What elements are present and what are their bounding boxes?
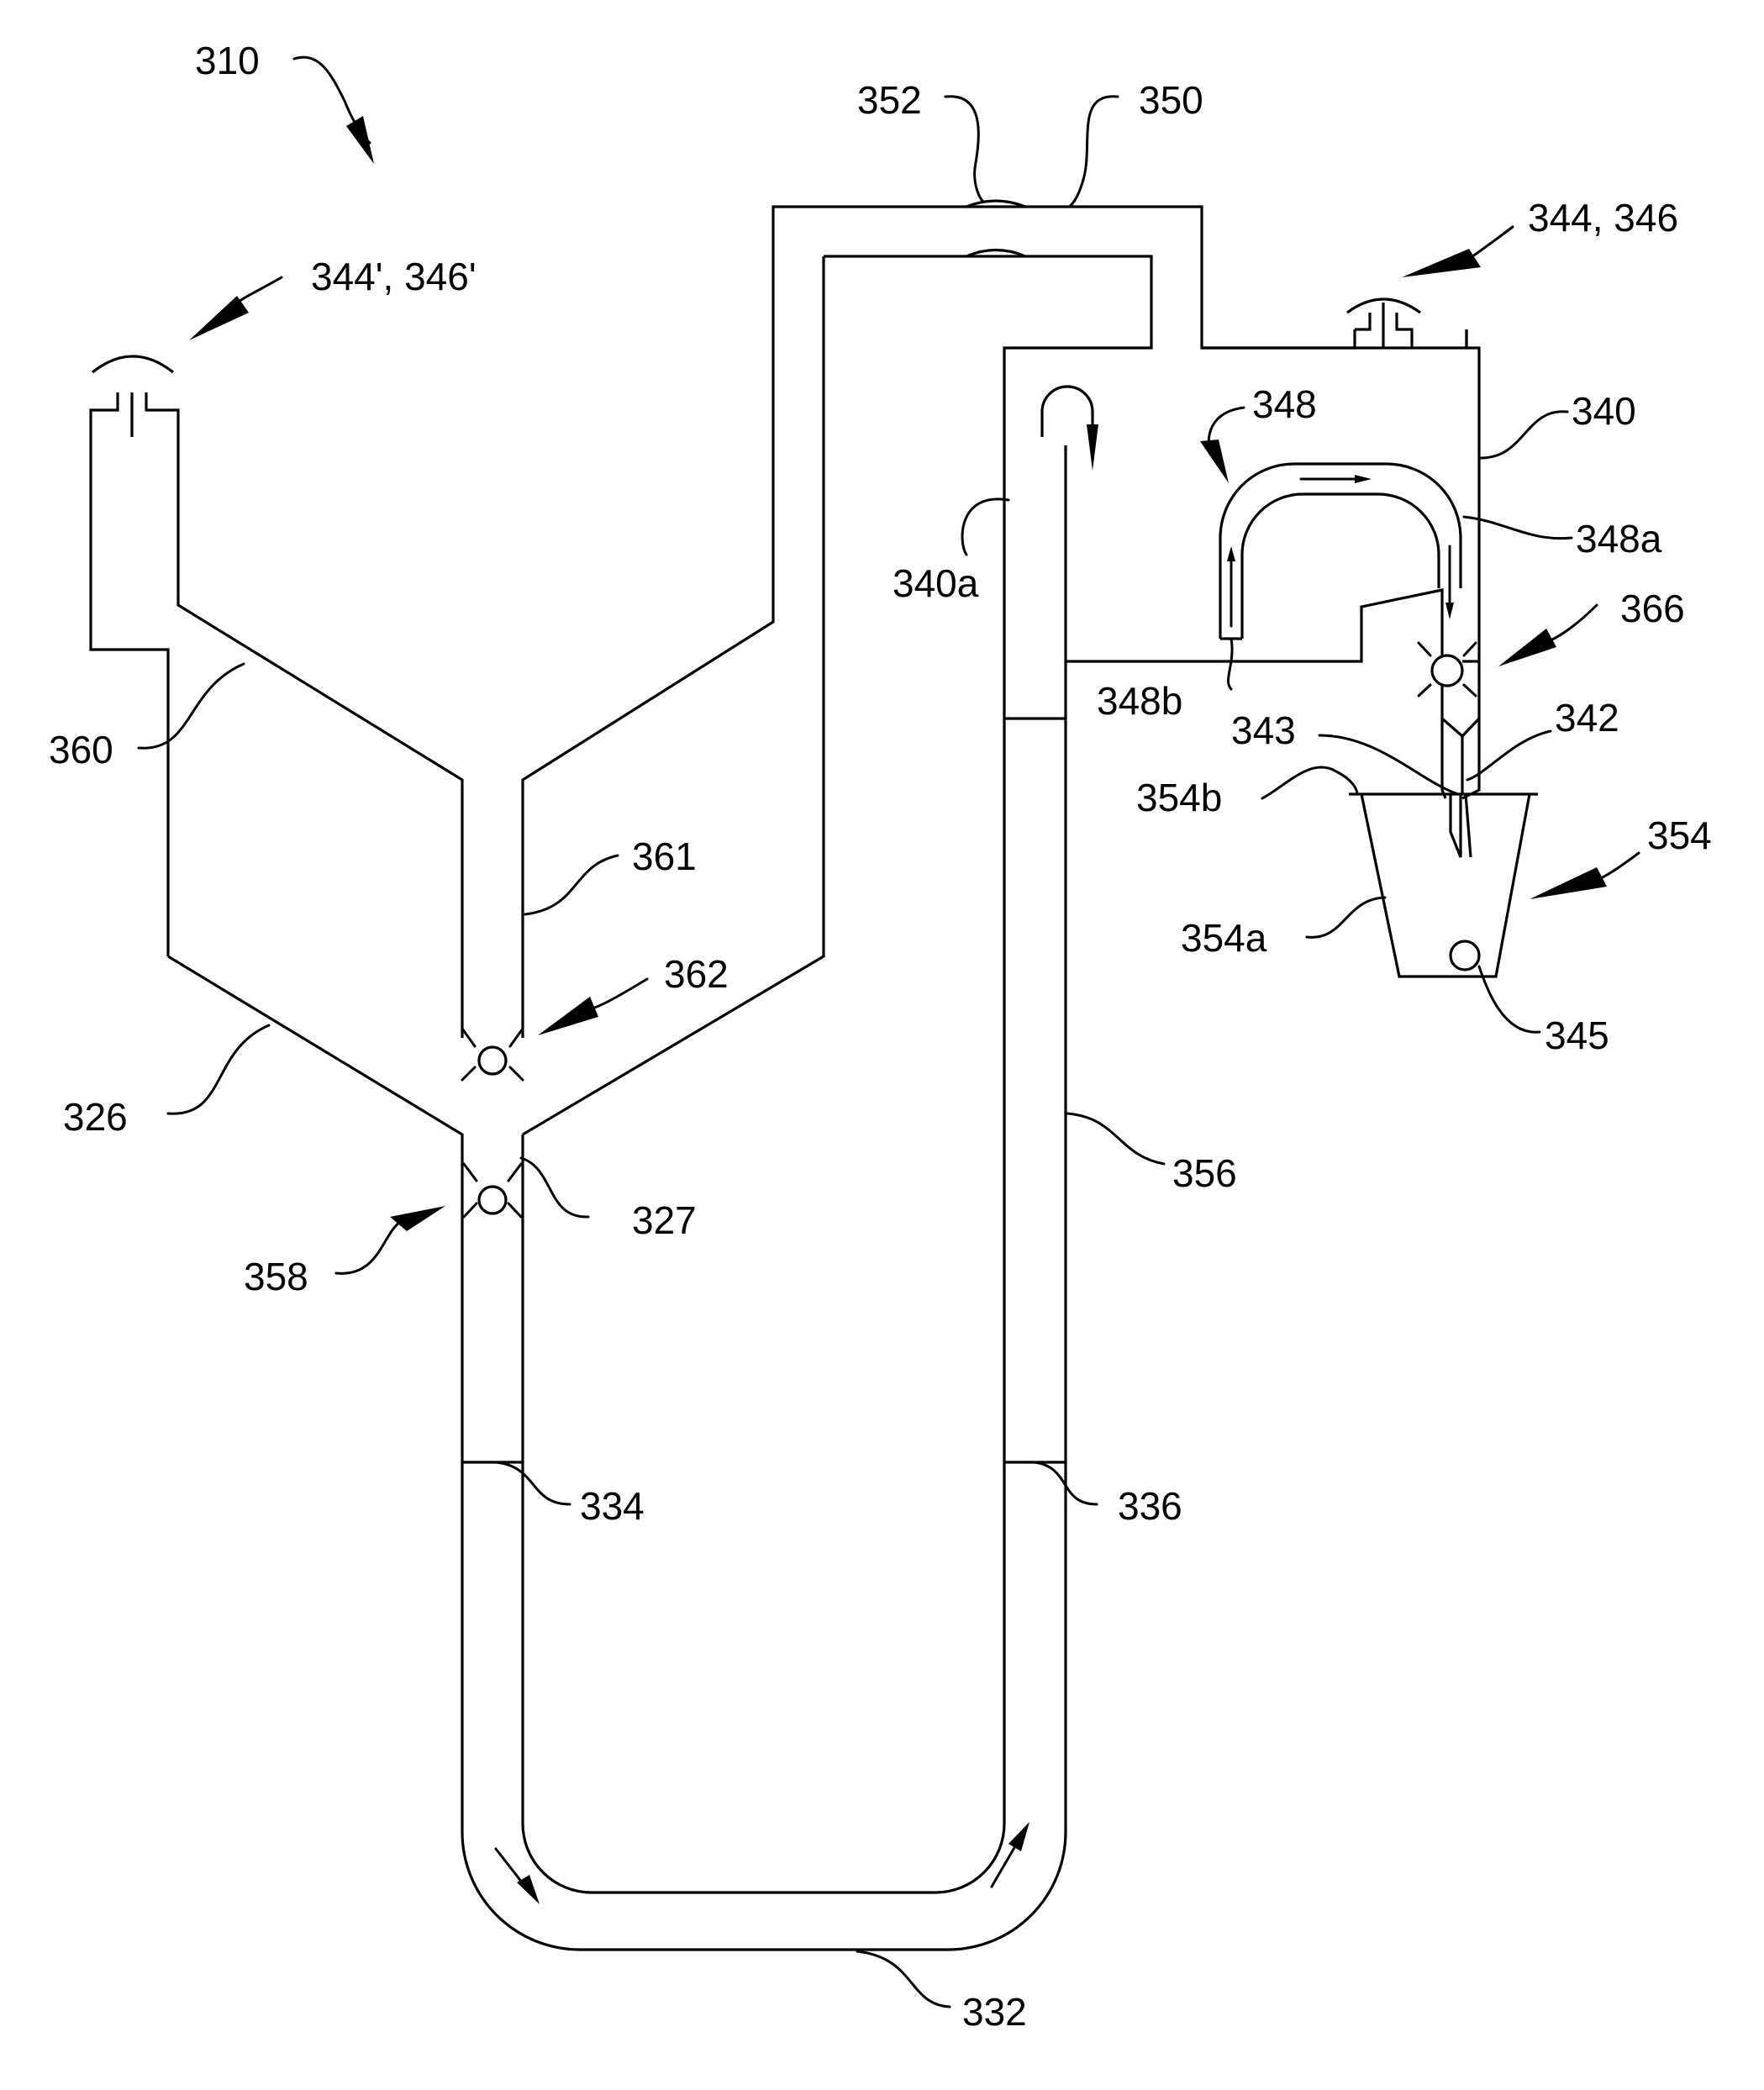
label-360: 360: [49, 728, 113, 771]
dispenser-assembly: [1042, 387, 1479, 857]
label-332: 332: [962, 1990, 1027, 2034]
container-ball-345: [1451, 941, 1479, 970]
leaders: [139, 57, 1639, 2007]
check-valve-ball-366: [1432, 655, 1462, 686]
check-valve-ball-358: [479, 1187, 506, 1213]
label-352: 352: [857, 78, 922, 122]
label-310: 310: [195, 39, 260, 82]
label-343: 343: [1231, 708, 1296, 752]
label-354b: 354b: [1136, 776, 1222, 819]
label-336: 336: [1118, 1484, 1182, 1528]
container: [1349, 794, 1538, 977]
label-356: 356: [1172, 1151, 1237, 1195]
label-340a: 340a: [893, 561, 979, 605]
label-326: 326: [63, 1095, 128, 1139]
label-334: 334: [580, 1484, 645, 1528]
label-358: 358: [244, 1255, 308, 1298]
label-354: 354: [1647, 813, 1712, 857]
label-348a: 348a: [1576, 517, 1662, 561]
left-hopper: [91, 207, 1466, 1038]
label-348: 348: [1252, 382, 1317, 426]
label-362: 362: [664, 952, 729, 996]
label-350: 350: [1139, 78, 1203, 122]
riser-and-crossover: [523, 201, 1479, 1461]
label-348b: 348b: [1097, 679, 1182, 723]
label-366: 366: [1620, 587, 1685, 630]
label-340: 340: [1572, 389, 1636, 433]
u-bend: [462, 1461, 1066, 1950]
label-342: 342: [1555, 696, 1619, 740]
label-344p-346p: 344', 346': [311, 255, 477, 298]
label-345: 345: [1545, 1013, 1609, 1057]
label-354a: 354a: [1181, 916, 1267, 960]
label-344-346: 344, 346: [1528, 196, 1678, 240]
right-riser: [1004, 445, 1066, 1462]
check-valve-ball-362: [479, 1047, 506, 1074]
check-valves: [462, 1029, 523, 1217]
label-327: 327: [632, 1198, 697, 1242]
label-361: 361: [632, 834, 697, 878]
